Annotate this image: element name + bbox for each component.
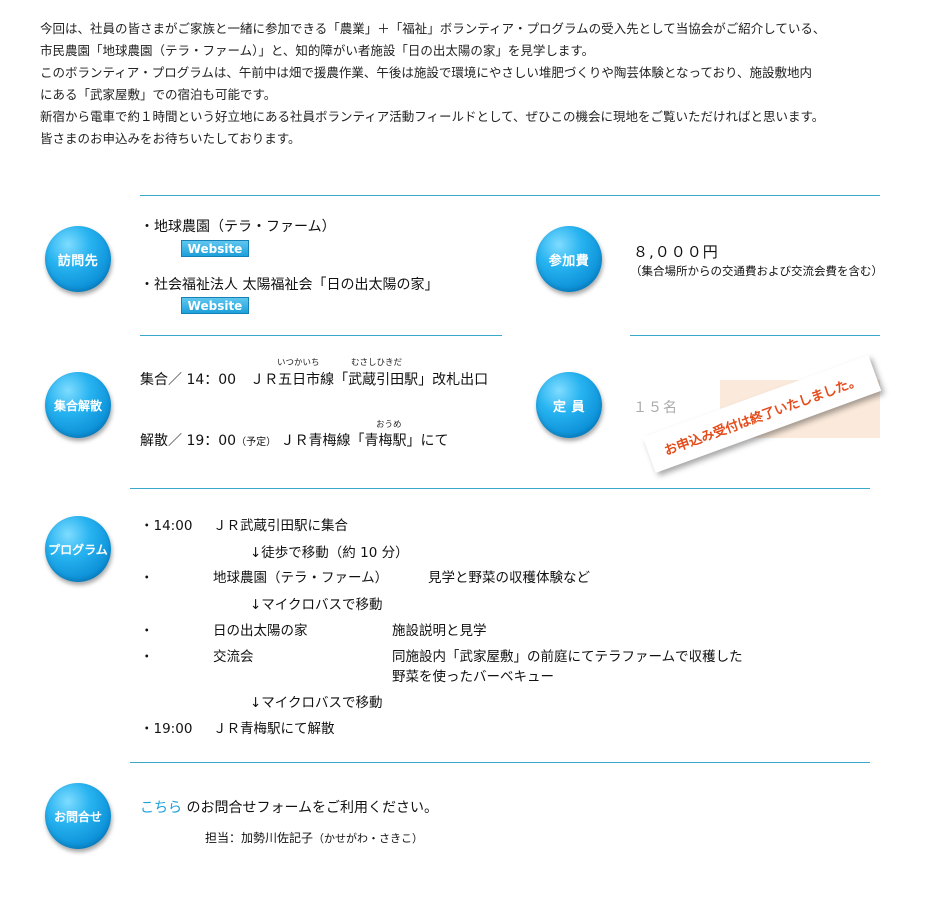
disperse-prefix: 解散／ 19：00 — [140, 433, 237, 449]
contact-text: のお問合せフォームをご利用ください。 — [186, 800, 439, 816]
program-bullet: ・ — [140, 570, 154, 586]
fee-note: （集合場所からの交通費および交流会費を含む） — [630, 264, 883, 278]
contact-badge: お問合せ — [45, 783, 111, 849]
contact-person-kana: （かせがわ・さきこ） — [313, 832, 424, 845]
fee-badge: 参加費 — [536, 226, 602, 292]
contact-person-line: 担当：加勢川佐記子（かせがわ・さきこ） — [205, 829, 423, 846]
program-bullet: ・ — [140, 623, 154, 639]
program-bullet: ・14:00 — [140, 518, 193, 534]
disperse-station: 青梅駅 — [364, 433, 407, 449]
program-move: ↓徒歩で移動（約 10 分） — [250, 545, 409, 561]
intro-line: にある「武家屋敷」での宿泊も可能です。 — [40, 87, 277, 102]
ruby-musashihikida: むさしひきだ — [351, 358, 403, 368]
program-move: ↓マイクロバスで移動 — [250, 597, 383, 613]
program-detail: 施設説明と見学 — [392, 623, 487, 639]
website-button-hinode[interactable]: Website — [181, 297, 249, 314]
meeting-badge-label: 集合解散 — [53, 398, 102, 413]
divider — [140, 335, 502, 336]
divider — [630, 335, 880, 336]
visit-badge: 訪問先 — [45, 226, 111, 292]
contact-person: 担当：加勢川佐記子 — [205, 831, 314, 845]
program-place: ＪＲ武蔵引田駅に集合 — [213, 518, 348, 534]
gather-line: 五日市線 — [278, 372, 335, 388]
program-detail: 同施設内「武家屋敷」の前庭にてテラファームで収穫した — [392, 649, 743, 665]
visit-badge-label: 訪問先 — [57, 253, 99, 269]
capacity-badge-label: 定 員 — [552, 399, 586, 415]
program-move: ↓マイクロバスで移動 — [250, 695, 383, 711]
gather-suffix: 」改札出口 — [418, 372, 489, 388]
visit-place-2: ・社会福祉法人 太陽福祉会「日の出太陽の家」 — [140, 277, 439, 293]
contact-badge-label: お問合せ — [53, 809, 102, 824]
intro-text: 今回は、社員の皆さまがご家族と一緒に参加できる「農業」＋「福祉」ボランティア・プ… — [40, 18, 920, 150]
disperse-suffix: 」にて — [406, 433, 449, 449]
fee-amount: ８,０００円 — [633, 243, 719, 261]
program-place: ＪＲ青梅駅にて解散 — [213, 721, 335, 737]
website-button-terra-farm[interactable]: Website — [181, 240, 249, 257]
divider — [140, 195, 880, 196]
disperse-info: 解散／ 19：00（予定） ＪＲ青梅線「青梅駅」にて — [140, 430, 449, 450]
program-badge-label: プログラム — [48, 542, 108, 557]
disperse-line: ＪＲ青梅線「 — [280, 433, 365, 449]
visit-place-1: ・地球農園（テラ・ファーム） — [140, 219, 336, 235]
fee-badge-label: 参加費 — [548, 253, 590, 269]
contact-form-link[interactable]: こちら — [140, 800, 182, 816]
contact-line: こちら のお問合せフォームをご利用ください。 — [140, 797, 438, 817]
program-place: 日の出太陽の家 — [213, 623, 308, 639]
meeting-badge: 集合解散 — [45, 372, 111, 438]
program-detail: 見学と野菜の収穫体験など — [428, 570, 590, 586]
intro-line: 今回は、社員の皆さまがご家族と一緒に参加できる「農業」＋「福祉」ボランティア・プ… — [40, 21, 826, 36]
intro-line: 新宿から電車で約１時間という好立地にある社員ボランティア活動フィールドとして、ぜ… — [40, 109, 825, 124]
intro-line: このボランティア・プログラムは、午前中は畑で援農作業、午後は施設で環境にやさしい… — [40, 65, 813, 80]
disperse-tentative: （予定） — [236, 437, 277, 448]
gather-station: 武蔵引田駅 — [348, 372, 419, 388]
program-place: 交流会 — [213, 649, 254, 665]
intro-line: 市民農園「地球農園（テラ・ファーム）」と、知的障がい者施設「日の出太陽の家」を見… — [40, 43, 595, 58]
gather-open: 「 — [334, 372, 349, 388]
divider — [130, 762, 870, 763]
intro-line: 皆さまのお申込みをお待ちいたしております。 — [40, 131, 301, 146]
program-bullet: ・ — [140, 649, 154, 665]
program-badge: プログラム — [45, 516, 111, 582]
ruby-ome: おうめ — [376, 420, 402, 430]
ruby-itsukaichi: いつかいち — [277, 358, 320, 368]
gather-info: 集合／ 14：00 ＪＲ五日市線「武蔵引田駅」改札出口 — [140, 369, 488, 389]
gather-prefix: 集合／ 14：00 ＪＲ — [140, 372, 279, 388]
divider — [130, 488, 870, 489]
capacity-badge: 定 員 — [536, 372, 602, 438]
program-bullet: ・19:00 — [140, 721, 193, 737]
program-detail: 野菜を使ったバーベキュー — [392, 669, 554, 685]
capacity-value: １５名 — [633, 400, 678, 416]
program-place: 地球農園（テラ・ファーム） — [213, 570, 389, 586]
